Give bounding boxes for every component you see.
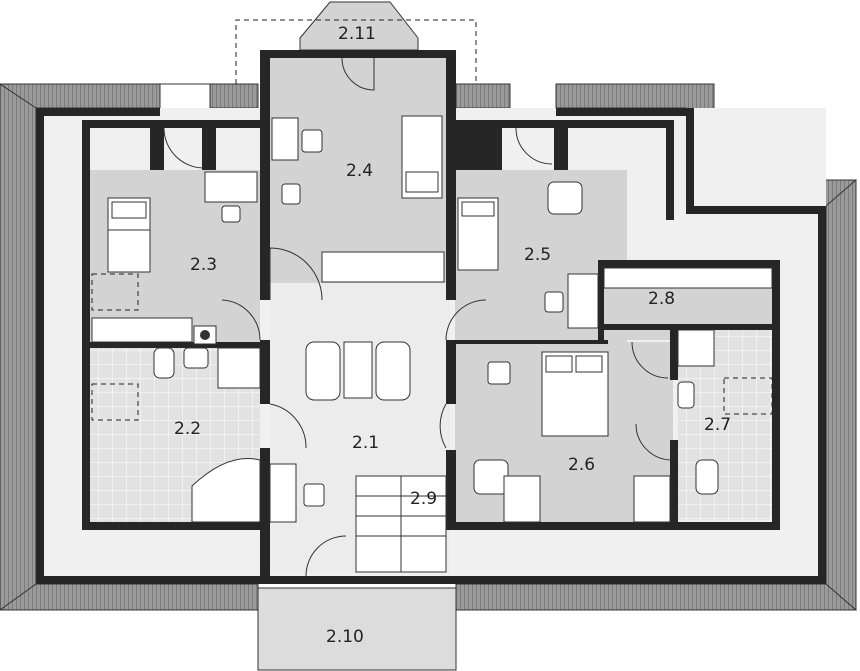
walls <box>36 50 826 584</box>
room-label-2.9: 2.9 <box>410 489 437 509</box>
room-label-2.6: 2.6 <box>568 455 595 475</box>
room-label-2.1: 2.1 <box>352 433 379 453</box>
bay-dashed-outline <box>235 19 477 84</box>
room-label-2.5: 2.5 <box>524 245 551 265</box>
room-label-2.2: 2.2 <box>174 419 201 439</box>
room-label-2.3: 2.3 <box>190 255 217 275</box>
dashed-outlines <box>91 273 773 421</box>
balcony-2.10 <box>257 587 457 671</box>
doors <box>163 57 673 577</box>
room-label-2.7: 2.7 <box>704 415 731 435</box>
furniture <box>91 115 773 573</box>
room-labels: 2.1 2.2 2.3 2.4 2.5 2.6 2.7 2.8 2.9 2.10… <box>174 24 731 647</box>
room-label-2.11: 2.11 <box>338 24 376 44</box>
room-label-2.10: 2.10 <box>326 627 364 647</box>
roof-overhang <box>0 83 857 612</box>
room-label-2.8: 2.8 <box>648 289 675 309</box>
room-label-2.4: 2.4 <box>346 161 373 181</box>
